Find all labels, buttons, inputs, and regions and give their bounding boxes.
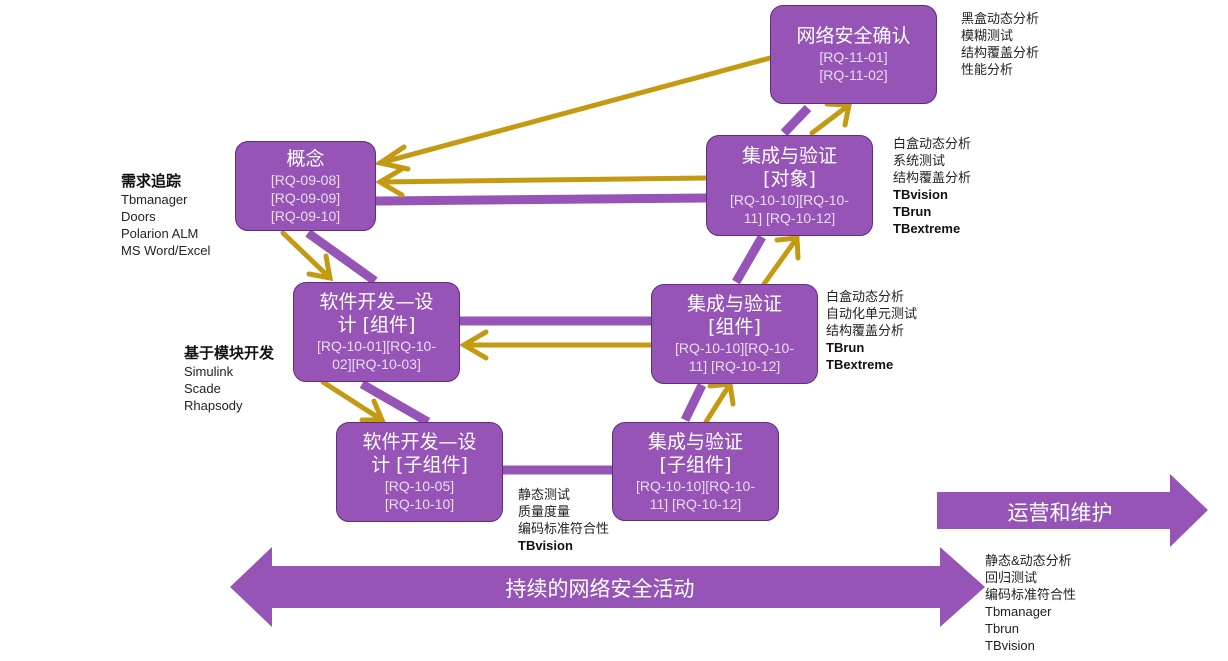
note-item: 自动化单元测试 <box>826 306 918 321</box>
note-item: Scade <box>184 381 221 396</box>
box-ref: [RQ-11-02] <box>819 67 888 83</box>
box-ref: 11] [RQ-10-12] <box>649 495 742 512</box>
box-title: 概念 <box>286 147 325 170</box>
note-item: Tbrun <box>985 621 1019 636</box>
note-item: 结构覆盖分析 <box>826 323 905 338</box>
box-ref: 02][RQ-10-03] <box>332 356 421 372</box>
note-item: 系统测试 <box>893 153 946 168</box>
box-ref: 11] [RQ-10-12] <box>743 209 836 226</box>
note-item: Simulink <box>184 364 234 379</box>
box-title: [子组件] <box>659 453 732 476</box>
box-title: [对象] <box>763 167 816 190</box>
tool-item: TBvision <box>893 187 948 202</box>
note-item: 模糊测试 <box>961 28 1014 43</box>
tool-item: TBrun <box>893 204 932 219</box>
box-ref: [RQ-09-09] <box>270 189 341 206</box>
box-title: 集成与验证 <box>741 144 837 167</box>
note-item: Doors <box>121 209 156 224</box>
integ-component-notes: 白盒动态分析 自动化单元测试 结构覆盖分析 TBrun TBextreme <box>826 288 917 373</box>
continuous-activity-arrow <box>230 547 985 627</box>
note-item: Tbmanager <box>985 604 1052 619</box>
box-title: 集成与验证 <box>647 430 743 453</box>
model-based-notes: 基于模块开发 Simulink Scade Rhapsody <box>184 344 274 414</box>
cyber-confirm-notes: 黑盒动态分析 模糊测试 结构覆盖分析 性能分析 <box>961 10 1039 78</box>
box-ref: 11] [RQ-10-12] <box>688 358 781 374</box>
note-item: TBvision <box>985 638 1035 653</box>
box-title: 计 [子组件] <box>371 454 468 476</box>
cyber-confirm-box: 网络安全确认 [RQ-11-01] [RQ-11-02] <box>770 5 937 104</box>
purple-links <box>305 104 812 475</box>
box-ref: [RQ-09-08] <box>270 171 341 188</box>
operations-arrow <box>937 474 1208 547</box>
integ-component-box: 集成与验证 [组件] [RQ-10-10][RQ-10- 11] [RQ-10-… <box>651 284 818 384</box>
box-ref: [RQ-09-10] <box>270 207 341 224</box>
note-item: 编码标准符合性 <box>518 521 610 536</box>
box-ref: [RQ-10-10][RQ-10- <box>635 477 756 494</box>
note-item: 白盒动态分析 <box>826 289 905 304</box>
note-item: 编码标准符合性 <box>985 587 1077 602</box>
concept-box: 概念 [RQ-09-08] [RQ-09-09] [RQ-09-10] <box>235 141 376 231</box>
note-item: Rhapsody <box>184 398 243 413</box>
note-item: 结构覆盖分析 <box>893 170 972 185</box>
box-title: 计 [组件] <box>337 314 416 336</box>
note-item: 静态测试 <box>518 487 571 502</box>
box-ref: [RQ-10-10] <box>384 496 455 512</box>
note-item: 回归测试 <box>985 570 1038 585</box>
note-heading: 基于模块开发 <box>184 345 275 362</box>
note-item: 黑盒动态分析 <box>961 11 1040 26</box>
sw-dev-component-box: 软件开发—设 计 [组件] [RQ-10-01][RQ-10- 02][RQ-1… <box>293 282 460 382</box>
box-ref: [RQ-10-10][RQ-10- <box>729 191 850 208</box>
requirements-notes: 需求追踪 Tbmanager Doors Polarion ALM MS Wor… <box>121 172 210 259</box>
note-item: 白盒动态分析 <box>893 136 972 151</box>
note-item: 静态&动态分析 <box>985 553 1072 568</box>
box-title: 集成与验证 <box>686 293 782 315</box>
note-heading: 需求追踪 <box>121 173 182 190</box>
operations-label: 运营和维护 <box>1007 501 1113 525</box>
box-ref: [RQ-10-01][RQ-10- <box>316 338 437 354</box>
static-notes: 静态测试 质量度量 编码标准符合性 TBvision <box>518 486 609 554</box>
note-item: 结构覆盖分析 <box>961 45 1040 60</box>
gold-arrows <box>280 55 853 425</box>
box-title: 软件开发—设 <box>319 291 434 313</box>
integ-subcomponent-box: 集成与验证 [子组件] [RQ-10-10][RQ-10- 11] [RQ-10… <box>612 422 779 521</box>
note-item: Polarion ALM <box>121 226 199 241</box>
note-item: MS Word/Excel <box>121 243 211 258</box>
note-item: 性能分析 <box>961 62 1014 77</box>
note-item: Tbmanager <box>121 192 188 207</box>
box-title: 软件开发—设 <box>362 431 477 453</box>
tool-item: TBvision <box>518 538 573 553</box>
box-title: [组件] <box>708 316 761 338</box>
tool-item: TBextreme <box>893 221 961 236</box>
continuous-activity-label: 持续的网络安全活动 <box>505 577 695 601</box>
note-item: 质量度量 <box>518 504 571 519</box>
box-ref: [RQ-11-01] <box>819 49 888 65</box>
integ-object-notes: 白盒动态分析 系统测试 结构覆盖分析 TBvision TBrun TBextr… <box>893 135 971 237</box>
box-ref: [RQ-10-05] <box>384 478 455 494</box>
tool-item: TBrun <box>826 340 865 355</box>
sw-dev-subcomponent-box: 软件开发—设 计 [子组件] [RQ-10-05] [RQ-10-10] <box>336 422 503 522</box>
integ-object-box: 集成与验证 [对象] [RQ-10-10][RQ-10- 11] [RQ-10-… <box>706 135 873 236</box>
ops-notes: 静态&动态分析 回归测试 编码标准符合性 Tbmanager Tbrun TBv… <box>985 552 1076 654</box>
box-title: 网络安全确认 <box>796 25 911 47</box>
tool-item: TBextreme <box>826 357 894 372</box>
box-ref: [RQ-10-10][RQ-10- <box>674 340 795 356</box>
